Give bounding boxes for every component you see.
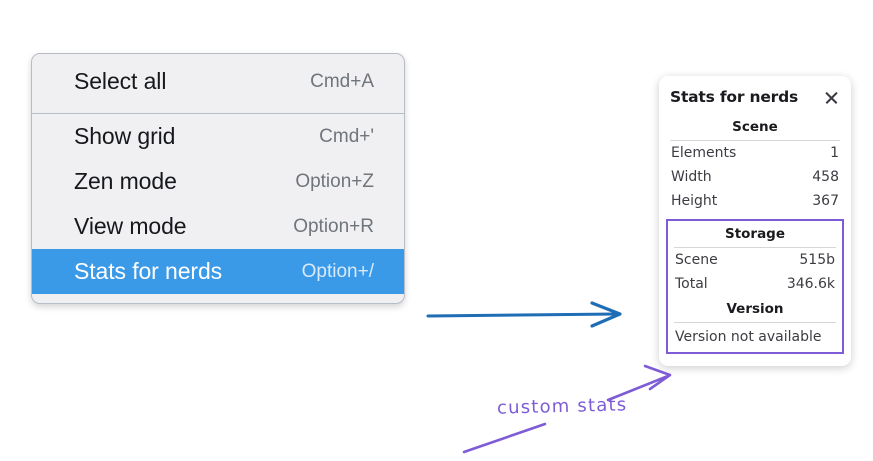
section-title-version: Version bbox=[726, 301, 784, 317]
custom-stats-highlight-box: Storage Scene 515b Total 346.6k Version … bbox=[666, 219, 844, 354]
panel-header: Stats for nerds bbox=[668, 85, 842, 114]
menu-group-2: Show grid Cmd+' Zen mode Option+Z View m… bbox=[32, 114, 404, 294]
menu-item-select-all[interactable]: Select all Cmd+A bbox=[32, 59, 404, 104]
menu-group-1: Select all Cmd+A bbox=[32, 59, 404, 104]
stat-value: 346.6k bbox=[786, 276, 835, 292]
close-icon[interactable] bbox=[823, 89, 840, 106]
stat-key: Scene bbox=[675, 252, 718, 268]
menu-item-label: Select all bbox=[74, 68, 167, 94]
menu-item-label: Zen mode bbox=[74, 168, 177, 194]
stat-row-scene: Scene 515b bbox=[672, 248, 838, 272]
section-title-storage: Storage bbox=[724, 226, 786, 242]
menu-item-label: View mode bbox=[74, 213, 187, 239]
stats-section-storage: Storage Scene 515b Total 346.6k bbox=[672, 221, 838, 296]
menu-item-shortcut: Option+/ bbox=[301, 260, 374, 282]
menu-item-label: Stats for nerds bbox=[74, 258, 223, 284]
callout-underline-purple bbox=[462, 422, 547, 454]
stat-value: 367 bbox=[812, 193, 839, 209]
menu-item-shortcut: Cmd+' bbox=[319, 125, 374, 147]
section-title-scene: Scene bbox=[732, 119, 778, 135]
callout-text-custom-stats: custom stats bbox=[496, 394, 628, 419]
version-not-available-text: Version not available bbox=[675, 329, 822, 345]
stat-row-total: Total 346.6k bbox=[672, 272, 838, 296]
stats-section-scene: Scene Elements 1 Width 458 Height 367 bbox=[668, 114, 842, 213]
section-rule bbox=[670, 140, 840, 141]
menu-item-shortcut: Option+Z bbox=[295, 170, 374, 192]
stat-key: Height bbox=[671, 193, 718, 209]
flow-arrow-blue bbox=[426, 301, 622, 328]
stat-row-height: Height 367 bbox=[668, 189, 842, 213]
menu-item-show-grid[interactable]: Show grid Cmd+' bbox=[32, 114, 404, 159]
menu-item-shortcut: Cmd+A bbox=[310, 70, 374, 92]
menu-item-view-mode[interactable]: View mode Option+R bbox=[32, 204, 404, 249]
stat-value: 515b bbox=[799, 252, 835, 268]
context-menu: Select all Cmd+A Show grid Cmd+' Zen mod… bbox=[31, 53, 405, 304]
section-rule bbox=[674, 322, 836, 323]
stats-section-version: Version Version not available bbox=[672, 296, 838, 347]
stat-row-width: Width 458 bbox=[668, 165, 842, 189]
menu-item-shortcut: Option+R bbox=[293, 215, 374, 237]
section-rule bbox=[674, 247, 836, 248]
stats-for-nerds-panel: Stats for nerds Scene Elements 1 Width 4… bbox=[659, 76, 851, 366]
stat-key: Total bbox=[675, 276, 708, 292]
stat-key: Elements bbox=[671, 145, 737, 161]
stat-value: 458 bbox=[812, 169, 839, 185]
stat-value: 1 bbox=[830, 145, 839, 161]
menu-separator bbox=[32, 113, 404, 114]
stat-key: Width bbox=[671, 169, 712, 185]
menu-item-stats-for-nerds[interactable]: Stats for nerds Option+/ bbox=[32, 249, 404, 294]
stat-row-elements: Elements 1 bbox=[668, 141, 842, 165]
panel-title: Stats for nerds bbox=[670, 88, 799, 106]
menu-item-label: Show grid bbox=[74, 123, 176, 149]
menu-item-zen-mode[interactable]: Zen mode Option+Z bbox=[32, 159, 404, 204]
